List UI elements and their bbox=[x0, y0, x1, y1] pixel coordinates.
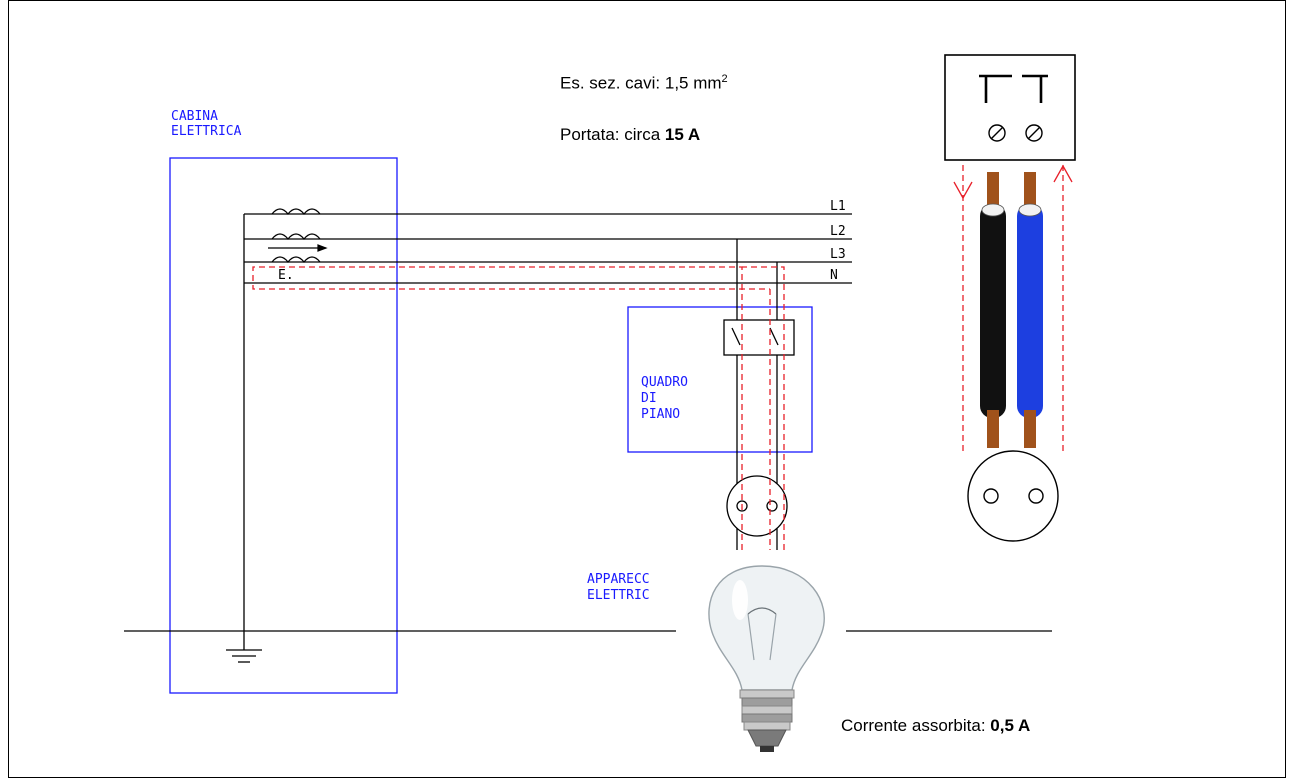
quadro-label-line2: DI bbox=[641, 391, 657, 406]
bus-lines bbox=[243, 213, 852, 650]
transformer-coils bbox=[268, 208, 328, 263]
cabina-box bbox=[169, 157, 398, 694]
portata-text: Portata: circa bbox=[560, 125, 665, 144]
apparecchio-label-line2: ELETTRIC bbox=[587, 588, 650, 603]
cable-blue bbox=[1017, 172, 1043, 448]
quadro-label-line3: PIANO bbox=[641, 407, 680, 422]
portata-value: 15 A bbox=[664, 125, 701, 144]
light-bulb-icon bbox=[708, 565, 825, 752]
corrente-value: 0,5 A bbox=[990, 716, 1031, 735]
cabina-label-line1: CABINA bbox=[171, 109, 218, 124]
apparecchio-label-line1: APPARECC bbox=[587, 572, 650, 587]
cable-section-text: Es. sez. cavi: 1,5 mm bbox=[560, 73, 722, 93]
current-path-schematic bbox=[252, 266, 785, 550]
cable-section-sup: 2 bbox=[721, 73, 728, 85]
cable-section-note: Es. sez. cavi: 1,5 mm2 bbox=[560, 73, 728, 94]
cabina-label-line2: ELETTRICA bbox=[171, 124, 242, 139]
line-label-l2: L2 bbox=[830, 224, 846, 239]
earth-label: E. bbox=[278, 268, 294, 283]
socket-icon bbox=[967, 450, 1059, 542]
cable-black bbox=[980, 172, 1006, 448]
quadro-label-line1: QUADRO bbox=[641, 375, 688, 390]
ground-symbol bbox=[226, 649, 262, 663]
portata-note: Portata: circa 15 A bbox=[560, 125, 700, 145]
corrente-note: Corrente assorbita: 0,5 A bbox=[841, 716, 1030, 736]
corrente-text: Corrente assorbita: bbox=[841, 716, 991, 735]
line-label-l3: L3 bbox=[830, 247, 846, 262]
current-path-cables bbox=[953, 164, 1073, 452]
line-label-l1: L1 bbox=[830, 199, 846, 214]
switch-box-icon bbox=[944, 54, 1076, 161]
quadro-box bbox=[627, 306, 813, 453]
breaker-symbol bbox=[723, 319, 795, 356]
line-label-n: N bbox=[830, 268, 838, 283]
schematic-socket bbox=[726, 475, 788, 537]
